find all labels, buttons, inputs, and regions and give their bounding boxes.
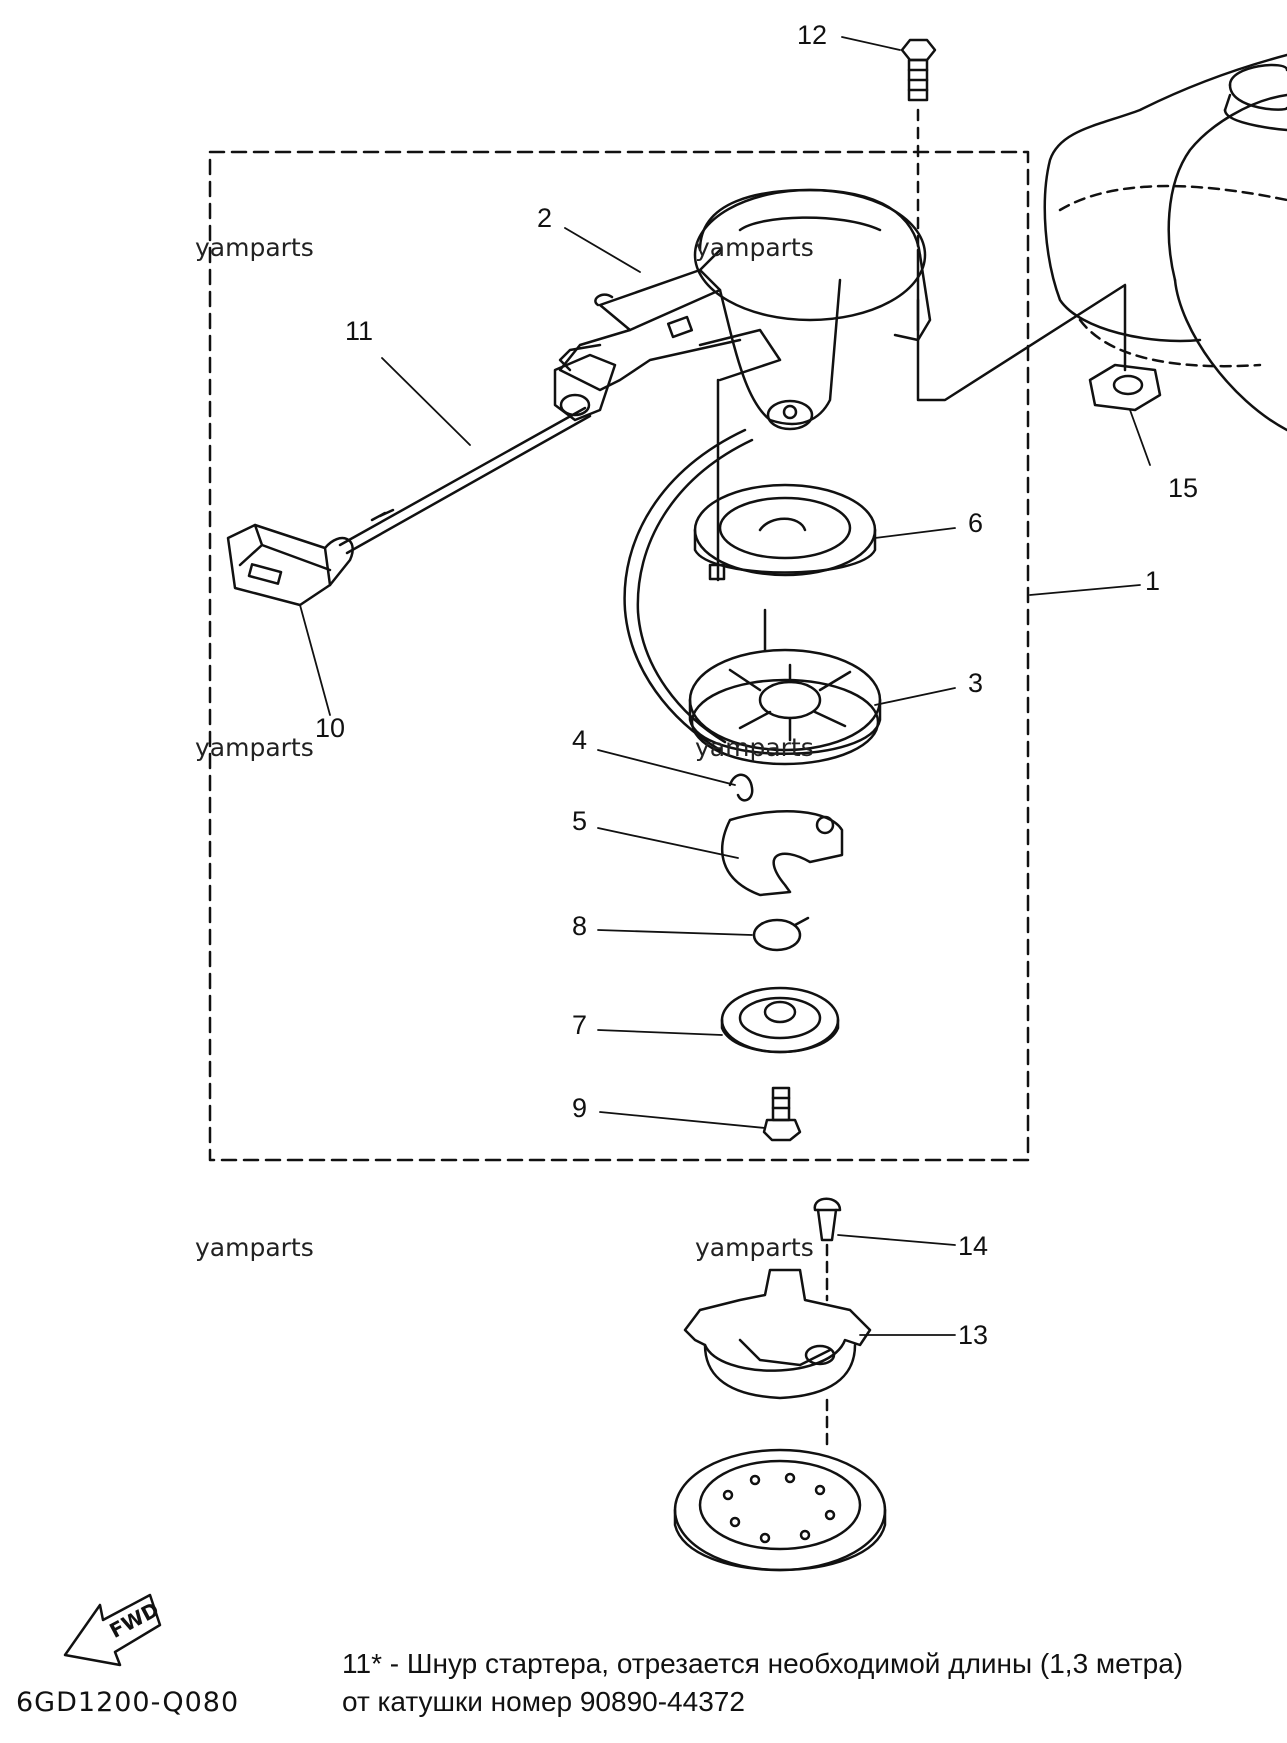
rope-guide xyxy=(553,353,617,422)
grommet-15 xyxy=(1088,363,1162,412)
starter-case-2 xyxy=(558,188,932,431)
cord-loop xyxy=(623,428,747,752)
assembly-boundary xyxy=(208,150,1030,1162)
callout-6: 6 xyxy=(968,508,984,538)
footnote: 11* - Шнур стартера, отрезается необходи… xyxy=(342,1645,1183,1721)
pulley-13 xyxy=(683,1268,872,1452)
footnote-line-1: 11* - Шнур стартера, отрезается необходи… xyxy=(342,1648,1184,1679)
fuel-tank-outline xyxy=(1043,53,1287,432)
watermark: yamparts xyxy=(695,233,814,262)
flywheel xyxy=(673,1448,887,1572)
circlip-8 xyxy=(752,916,810,952)
spring-4 xyxy=(728,773,754,802)
watermark: yamparts xyxy=(695,1233,814,1262)
bolt-9 xyxy=(762,1086,802,1142)
drive-plate-7 xyxy=(720,986,840,1054)
fwd-arrow xyxy=(63,1593,162,1667)
callout-7: 7 xyxy=(572,1010,588,1040)
callout-5: 5 xyxy=(572,806,588,836)
watermark: yamparts xyxy=(195,733,314,762)
spiral-spring-6 xyxy=(693,378,877,582)
callout-13: 13 xyxy=(958,1320,989,1350)
callout-12: 12 xyxy=(797,20,828,50)
callout-11: 11 xyxy=(345,316,374,346)
watermark: yamparts xyxy=(195,1233,314,1262)
callout-4: 4 xyxy=(572,725,588,755)
callout-15: 15 xyxy=(1168,473,1199,503)
bolt-12 xyxy=(900,38,937,252)
callout-1: 1 xyxy=(1145,566,1161,596)
callout-9: 9 xyxy=(572,1093,588,1123)
starter-cord-11 xyxy=(338,406,592,555)
handle-10 xyxy=(226,523,354,607)
callout-10: 10 xyxy=(315,713,346,743)
reel-3 xyxy=(688,608,882,766)
footnote-line-2: от катушки номер 90890-44372 xyxy=(342,1686,745,1717)
callout-3: 3 xyxy=(968,668,984,698)
callout-2: 2 xyxy=(537,203,553,233)
cord-loop-inner xyxy=(636,438,754,744)
alignment-line-15 xyxy=(916,248,1127,402)
watermark: yamparts xyxy=(695,733,814,762)
leader-lines xyxy=(299,36,1151,1336)
watermark: yamparts xyxy=(195,233,314,262)
callout-14: 14 xyxy=(958,1231,989,1261)
callout-8: 8 xyxy=(572,911,588,941)
screw-14 xyxy=(813,1197,842,1302)
drive-pawl-5 xyxy=(721,810,844,897)
diagram-code: 6GD1200-Q080 xyxy=(16,1687,240,1718)
